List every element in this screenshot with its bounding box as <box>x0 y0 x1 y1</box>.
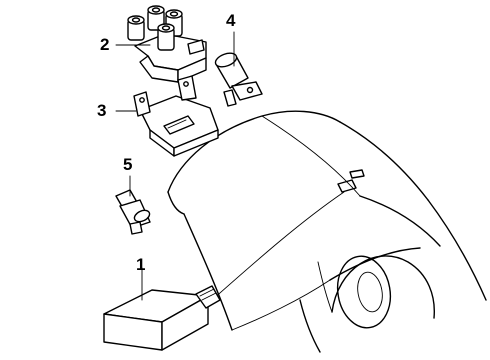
callout-5: 5 <box>123 155 133 174</box>
leader-lines <box>115 31 235 301</box>
control-module <box>103 285 221 351</box>
callout-1: 1 <box>136 255 146 274</box>
ignition-coil-pack <box>127 5 207 83</box>
sensor-part-4 <box>214 52 263 107</box>
sensor-part-5 <box>115 189 151 235</box>
callout-2: 2 <box>100 35 110 54</box>
callout-3: 3 <box>97 101 107 120</box>
callout-4: 4 <box>226 11 236 30</box>
vehicle-front-outline <box>167 110 487 353</box>
coil-mounting-bracket <box>133 75 219 157</box>
